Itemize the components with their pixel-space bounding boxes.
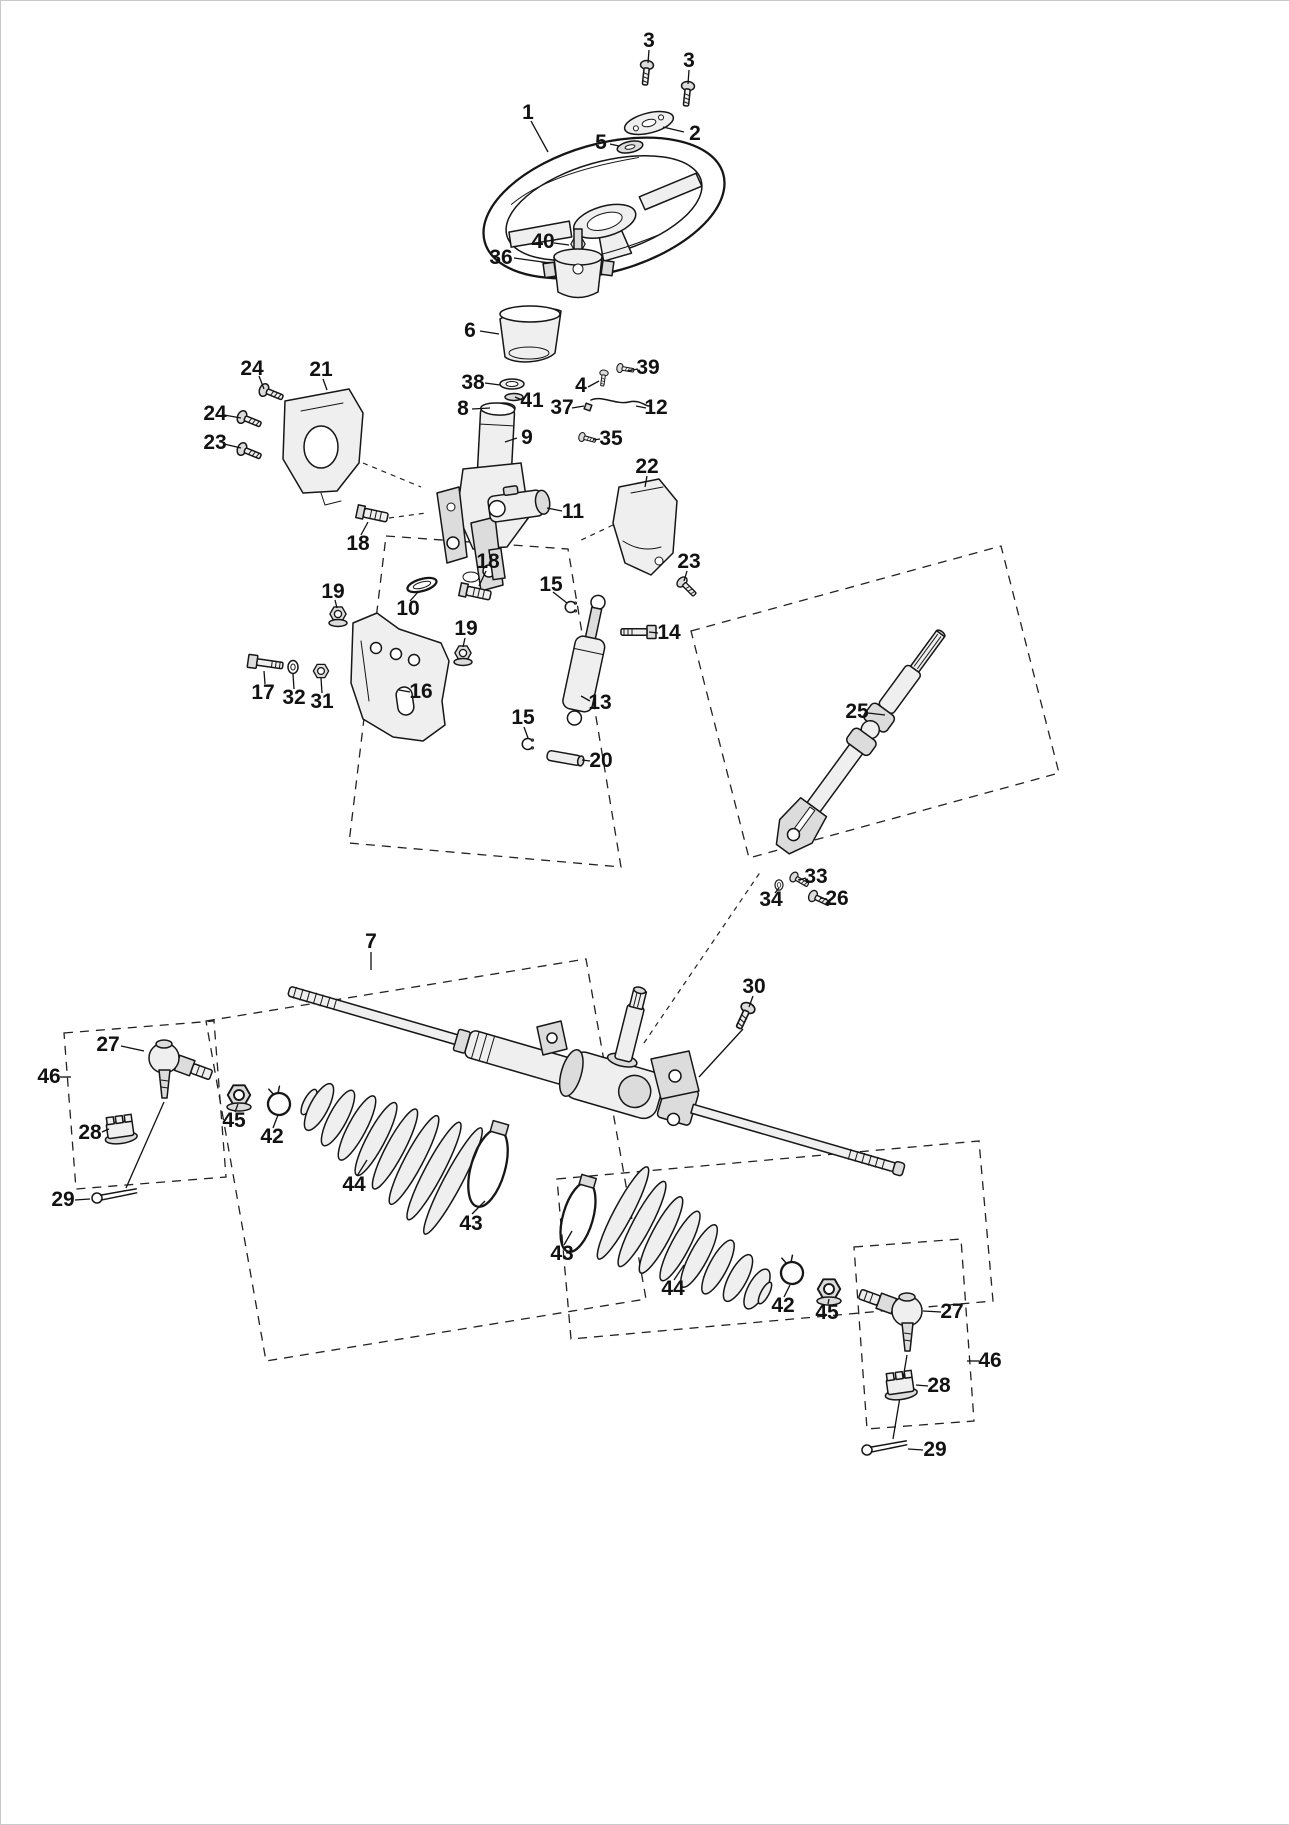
steering-rack-7 [287, 986, 906, 1177]
flange-nuts-19 [328, 606, 473, 667]
wheel-bolts [637, 59, 696, 108]
pivot-pin-20 [546, 750, 585, 767]
ignition-switch-11 [487, 485, 551, 523]
steering-wheel [482, 136, 726, 280]
cotter-pin-left-29 [90, 1188, 139, 1205]
column-tube-9 [476, 402, 516, 475]
rack-bellows-right-44 [596, 1166, 773, 1310]
column-lower-body [436, 462, 530, 592]
column-cover-right-22 [612, 478, 678, 576]
boot-clamp-small-right-42 [775, 1252, 807, 1288]
support-bracket-16 [350, 612, 450, 742]
ring-10 [406, 576, 438, 594]
washer-5 [616, 140, 644, 154]
rack-bellows-left-44 [300, 1082, 484, 1235]
tie-rod-end-right-27 [858, 1289, 923, 1440]
rack-mount-bolt-30 [731, 999, 758, 1032]
lock-nut-left-45 [226, 1084, 252, 1112]
boot-clamp-large-left-43 [467, 1119, 510, 1208]
cover-screw-right [674, 574, 700, 600]
shaft-clamp-hardware [774, 870, 833, 910]
leader-lines [60, 49, 979, 1451]
boot-clamp-large-right-43 [559, 1173, 598, 1254]
column-cone-6 [499, 305, 562, 363]
tie-rod-end-left-27 [125, 1039, 213, 1189]
pinion-input-shaft [606, 986, 648, 1068]
steering-hub-36 [542, 228, 615, 299]
dashed-group-boxes [63, 462, 1060, 1430]
cover-screws-left [234, 381, 286, 464]
castellated-nut-right-28 [881, 1369, 919, 1403]
boot-clamp-small-left-42 [262, 1083, 294, 1119]
horn-contact-plate [623, 110, 675, 136]
wire-and-pins [521, 362, 652, 751]
column-cover-left-21 [282, 388, 364, 506]
intermediate-shaft-25 [775, 629, 946, 855]
cotter-pin-right-29 [860, 1440, 909, 1457]
gas-strut-13 [562, 594, 606, 726]
